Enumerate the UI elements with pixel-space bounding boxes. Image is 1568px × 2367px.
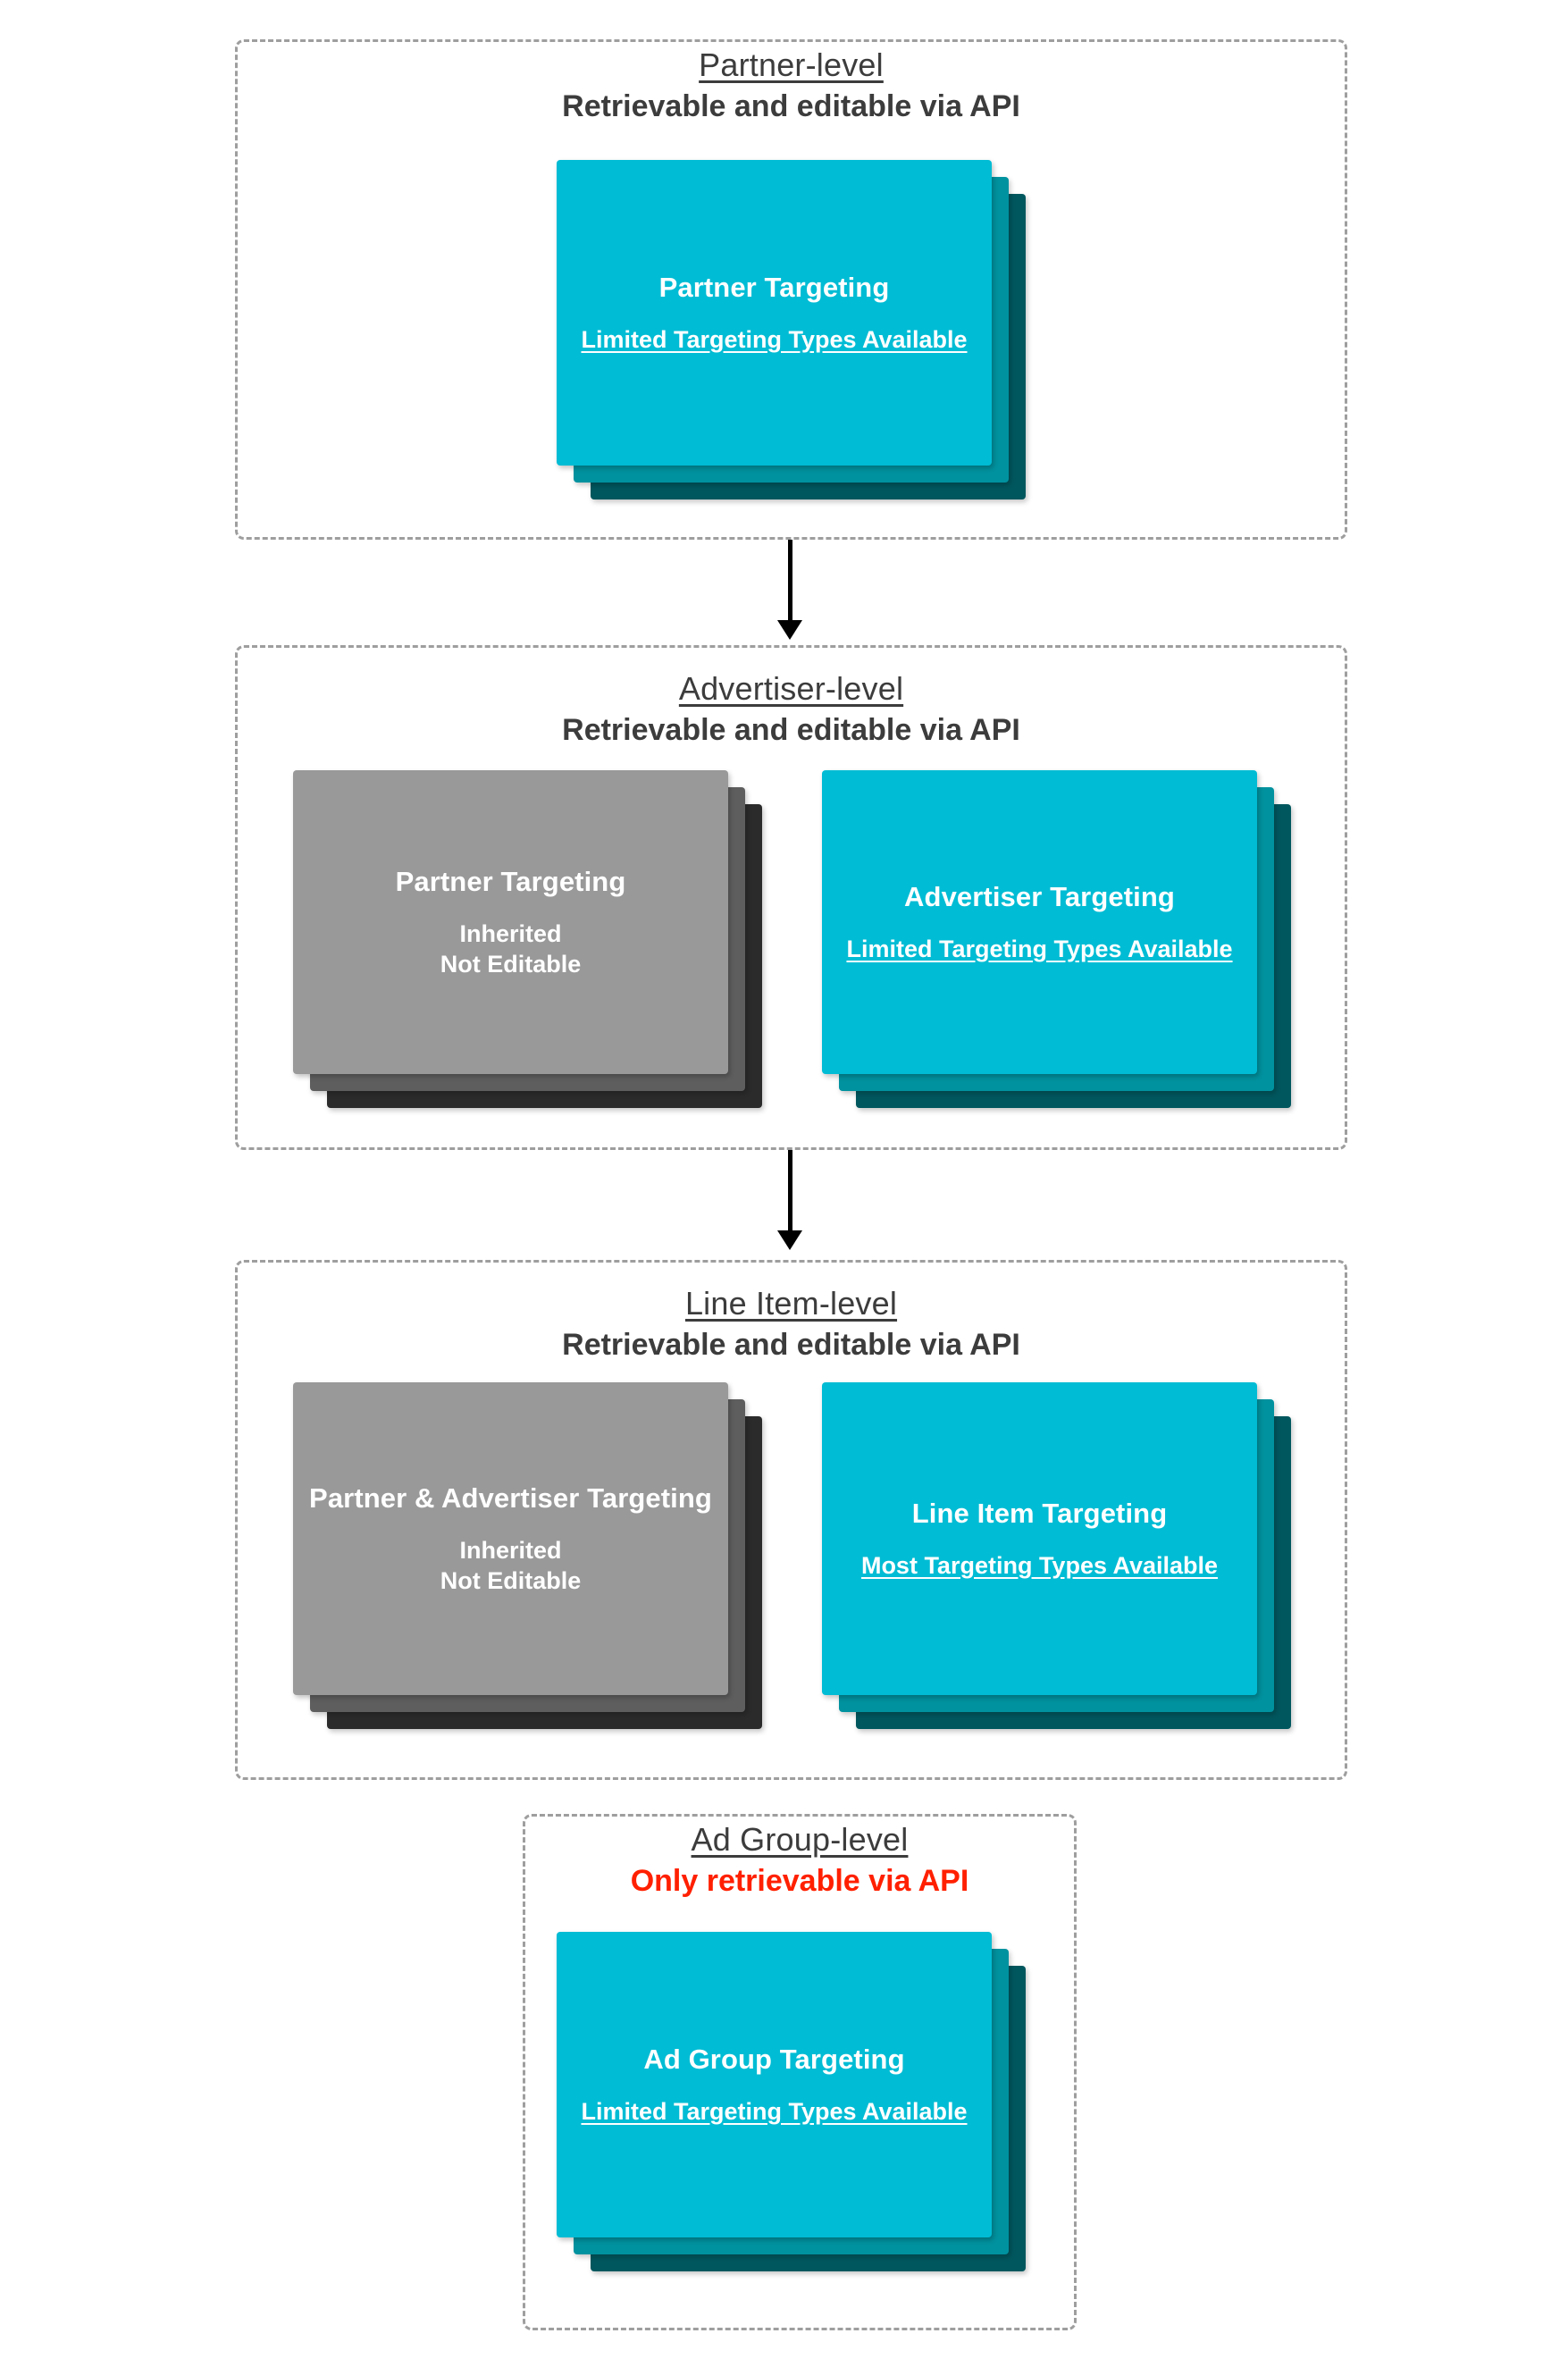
card-partner-targeting-inherited[interactable]: Partner Targeting Inherited Not Editable bbox=[293, 770, 728, 1074]
level-box-partner bbox=[235, 39, 1347, 540]
card-title: Advertiser Targeting bbox=[904, 881, 1175, 913]
card-stack-line-item-targeting: Line Item Targeting Most Targeting Types… bbox=[822, 1382, 1291, 1740]
card-title: Line Item Targeting bbox=[911, 1498, 1168, 1530]
level-box-ad-group bbox=[523, 1814, 1077, 2330]
card-subtitle: Limited Targeting Types Available bbox=[581, 2097, 968, 2125]
card-partner-advertiser-targeting-inherited[interactable]: Partner & Advertiser Targeting Inherited… bbox=[293, 1382, 728, 1695]
down-arrow-icon bbox=[777, 1230, 802, 1250]
card-title: Partner Targeting bbox=[395, 866, 626, 898]
card-title: Ad Group Targeting bbox=[643, 2044, 905, 2076]
down-arrow-icon bbox=[777, 620, 802, 640]
card-ad-group-targeting[interactable]: Ad Group Targeting Limited Targeting Typ… bbox=[557, 1932, 992, 2237]
card-subtitle: Limited Targeting Types Available bbox=[846, 935, 1233, 962]
card-advertiser-targeting[interactable]: Advertiser Targeting Limited Targeting T… bbox=[822, 770, 1257, 1074]
card-subtitle: Inherited Not Editable bbox=[440, 919, 582, 978]
level-box-line-item bbox=[235, 1260, 1347, 1780]
card-title: Partner Targeting bbox=[658, 272, 890, 304]
card-subtitle: Most Targeting Types Available bbox=[860, 1551, 1219, 1579]
card-partner-targeting[interactable]: Partner Targeting Limited Targeting Type… bbox=[557, 160, 992, 466]
card-stack-ad-group-targeting: Ad Group Targeting Limited Targeting Typ… bbox=[557, 1932, 1026, 2280]
card-stack-partner-targeting: Partner Targeting Limited Targeting Type… bbox=[557, 160, 1026, 499]
card-subtitle: Inherited Not Editable bbox=[440, 1536, 582, 1594]
card-title: Partner & Advertiser Targeting bbox=[309, 1482, 712, 1515]
card-stack-advertiser-targeting: Advertiser Targeting Limited Targeting T… bbox=[822, 770, 1291, 1119]
card-stack-advertiser-partner-inherited: Partner Targeting Inherited Not Editable bbox=[293, 770, 762, 1119]
connector-shaft bbox=[788, 1150, 792, 1232]
level-box-advertiser bbox=[235, 645, 1347, 1150]
card-stack-line-item-inherited: Partner & Advertiser Targeting Inherited… bbox=[293, 1382, 762, 1740]
connector-shaft bbox=[788, 540, 792, 622]
card-subtitle: Limited Targeting Types Available bbox=[581, 325, 968, 353]
card-line-item-targeting[interactable]: Line Item Targeting Most Targeting Types… bbox=[822, 1382, 1257, 1695]
